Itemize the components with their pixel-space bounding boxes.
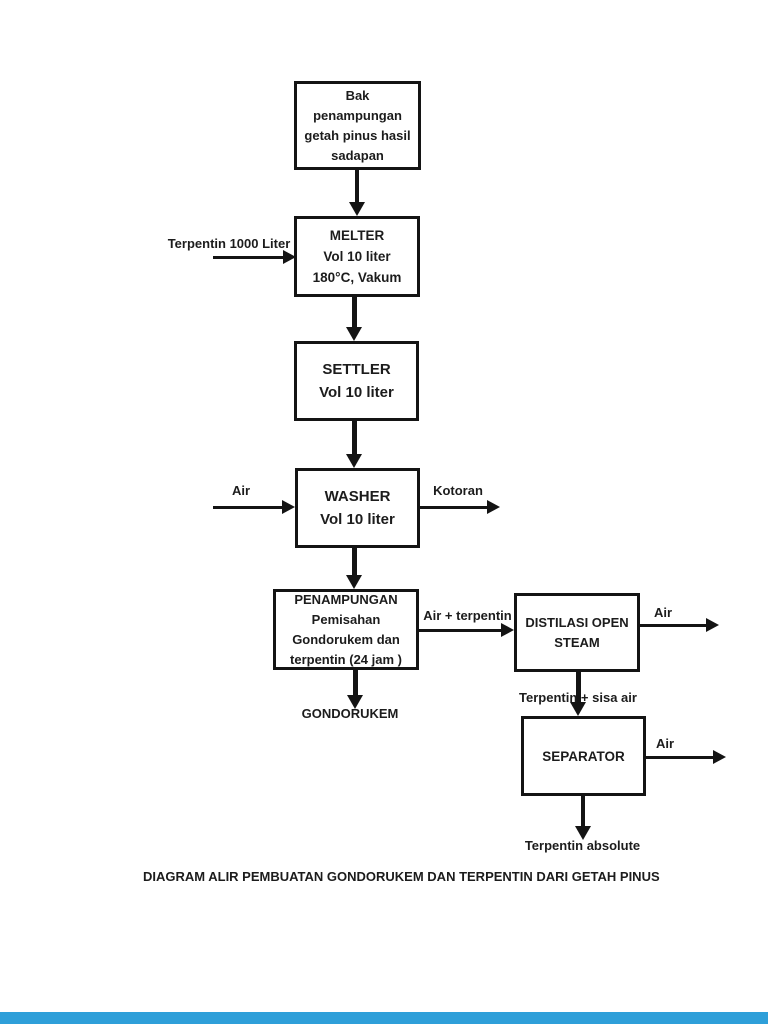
node-settler-line: SETTLER: [322, 361, 391, 378]
arrow-right-icon: [501, 623, 514, 637]
label-gondorukem: GONDORUKEM: [301, 706, 399, 721]
arrow-right-icon: [487, 500, 500, 514]
arrow-right-icon: [283, 250, 296, 264]
connector-air-distilasi-line: [640, 624, 707, 627]
node-separator: SEPARATOR: [521, 716, 646, 796]
label-air-distilasi: Air: [653, 605, 673, 620]
label-kotoran: Kotoran: [433, 483, 483, 498]
node-penampungan-line: PENAMPUNGAN: [294, 591, 398, 607]
label-terpentin-absolute: Terpentin absolute: [524, 838, 641, 853]
node-bak-penampungan: Bak penampungan getah pinus hasil sadapa…: [294, 81, 421, 170]
arrow-down-icon: [570, 702, 586, 716]
node-melter-line: Vol 10 liter: [323, 249, 391, 264]
label-air-terpentin: Air + terpentin: [423, 608, 512, 623]
connector-melter-settler-line: [352, 297, 357, 329]
node-settler-line: Vol 10 liter: [319, 384, 394, 401]
node-bak-line: Bak: [345, 87, 370, 103]
node-washer: WASHER Vol 10 liter: [295, 468, 420, 548]
node-melter-line: MELTER: [329, 228, 385, 243]
connector-air-washer-line: [213, 506, 283, 509]
connector-distilasi-separator-line: [576, 672, 581, 703]
node-washer-line: Vol 10 liter: [320, 511, 395, 528]
node-bak-line: getah pinus hasil: [304, 127, 411, 143]
connector-settler-washer-line: [352, 421, 357, 455]
arrow-down-icon: [575, 826, 591, 840]
arrow-down-icon: [346, 575, 362, 589]
node-distilasi-line: STEAM: [554, 634, 600, 650]
connector-kotoran-line: [420, 506, 488, 509]
node-melter-line: 180°C, Vakum: [312, 270, 402, 285]
arrow-right-icon: [706, 618, 719, 632]
node-penampungan: PENAMPUNGAN Pemisahan Gondorukem dan ter…: [273, 589, 419, 670]
label-air-separator: Air: [655, 736, 675, 751]
arrow-down-icon: [346, 454, 362, 468]
node-bak-line: penampungan: [313, 107, 402, 123]
arrow-right-icon: [713, 750, 726, 764]
node-bak-line: sadapan: [331, 147, 384, 163]
connector-penampungan-gondorukem-line: [353, 670, 358, 697]
connector-separator-absolute-line: [581, 796, 585, 827]
arrow-down-icon: [349, 202, 365, 216]
connector-penampungan-distilasi-line: [419, 629, 502, 632]
node-melter: MELTER Vol 10 liter 180°C, Vakum: [294, 216, 420, 297]
node-washer-line: WASHER: [324, 488, 391, 505]
node-penampungan-line: terpentin (24 jam ): [290, 651, 402, 667]
label-terpentin-input: Terpentin 1000 Liter: [167, 236, 291, 251]
label-terpentin-sisa-air: Terpentin + sisa air: [519, 690, 637, 705]
node-separator-line: SEPARATOR: [542, 748, 625, 764]
label-air-washer: Air: [231, 483, 251, 498]
viewer-progress-bar: [0, 1012, 768, 1024]
connector-washer-penampungan-line: [352, 548, 357, 577]
connector-terpentin-melter-line: [213, 256, 285, 259]
arrow-down-icon: [347, 695, 363, 709]
node-penampungan-line: Pemisahan: [311, 611, 381, 627]
node-distilasi-open-steam: DISTILASI OPEN STEAM: [514, 593, 640, 672]
node-penampungan-line: Gondorukem dan: [292, 631, 400, 647]
arrow-right-icon: [282, 500, 295, 514]
diagram-caption: DIAGRAM ALIR PEMBUATAN GONDORUKEM DAN TE…: [143, 869, 660, 884]
arrow-down-icon: [346, 327, 362, 341]
node-distilasi-line: DISTILASI OPEN: [525, 614, 629, 630]
connector-air-separator-line: [646, 756, 715, 759]
connector-bak-melter-line: [355, 170, 359, 205]
node-settler: SETTLER Vol 10 liter: [294, 341, 419, 421]
